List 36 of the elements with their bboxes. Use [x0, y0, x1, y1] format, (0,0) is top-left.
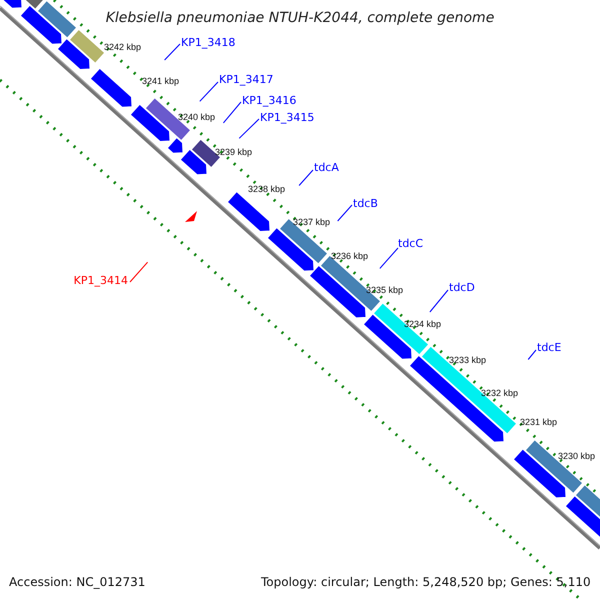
gene-label: KP1_3417	[219, 74, 274, 85]
leader-line	[337, 204, 352, 222]
scale-label: 3236 kbp	[331, 252, 368, 261]
gene-label: KP1_3416	[242, 95, 296, 106]
gene-label: tdcB	[353, 198, 378, 209]
gene-label: KP1_3414	[74, 275, 128, 286]
gene-label: tdcC	[398, 238, 424, 249]
gene-label: tdcA	[314, 162, 339, 173]
leader-line	[199, 82, 218, 102]
leader-line	[164, 44, 180, 60]
scale-label: 3241 kbp	[142, 77, 180, 86]
gene-label: KP1_3418	[181, 37, 236, 48]
scale-label: 3237 kbp	[293, 218, 330, 227]
scale-label: 3230 kbp	[558, 452, 596, 461]
title: Klebsiella pneumoniae NTUH-K2044, complete genome	[104, 11, 496, 25]
scale-label: 3232 kbp	[481, 389, 518, 398]
scale-label: 3234 kbp	[404, 320, 442, 329]
leader-line	[528, 350, 536, 360]
scale-label: 3238 kbp	[248, 185, 286, 194]
leader-line	[222, 102, 242, 124]
leader-line	[238, 118, 260, 139]
leader-line	[298, 170, 314, 186]
scale-label: 3239 kbp	[215, 148, 252, 157]
scale-label: 3235 kbp	[366, 286, 404, 295]
gene-label: KP1_3415	[260, 112, 314, 123]
leader-line	[429, 290, 448, 312]
accession-text: Accession: NC_012731	[9, 576, 146, 588]
genome-info-text: Topology: circular; Length: 5,248,520 bp; Genes: 5,110	[261, 576, 591, 588]
gene-label: tdcD	[449, 282, 475, 293]
scale-label: 3242 kbp	[104, 43, 142, 52]
scale-label: 3240 kbp	[178, 113, 216, 122]
leader-line	[130, 262, 148, 282]
scale-label: 3233 kbp	[449, 356, 486, 365]
gene-label: tdcE	[537, 342, 562, 353]
scale-label: 3231 kbp	[520, 418, 558, 427]
leader-line	[379, 248, 398, 269]
